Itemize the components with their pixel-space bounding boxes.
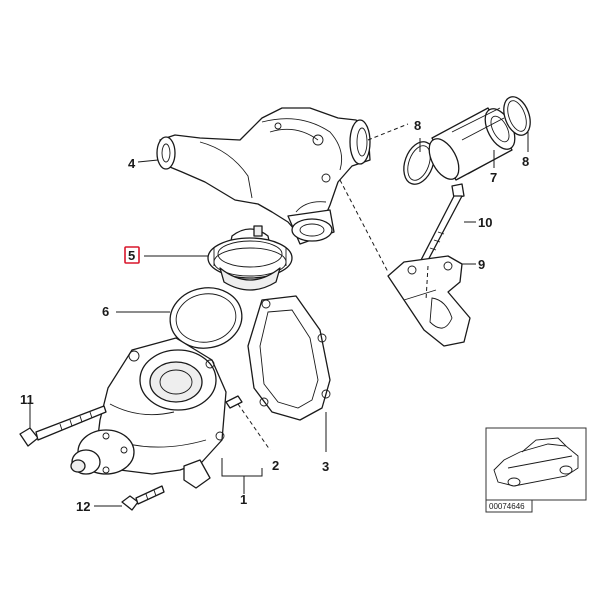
callout-4[interactable]: 4 (128, 156, 136, 171)
callout-5-highlight (124, 246, 140, 264)
callout-9[interactable]: 9 (478, 257, 485, 272)
bolt-bracket (419, 183, 465, 265)
water-pump (70, 337, 227, 489)
vehicle-reference-thumbnail: 00074646 (485, 427, 587, 513)
thumbnail-frame (485, 427, 587, 501)
reference-code-box (485, 499, 533, 513)
thermostat-housing (156, 107, 371, 245)
thermostat (207, 225, 293, 291)
callout-12[interactable]: 12 (76, 499, 90, 514)
o-ring-left (403, 141, 435, 185)
bolt-short (121, 485, 165, 511)
callout-7[interactable]: 7 (490, 170, 497, 185)
callout-2[interactable]: 2 (272, 458, 279, 473)
car-silhouette-icon (493, 437, 579, 487)
callout-5[interactable]: 5 (128, 248, 135, 263)
leader-lines (29, 132, 529, 507)
connecting-pipe (428, 107, 516, 181)
pump-gasket (247, 295, 331, 421)
callout-10[interactable]: 10 (478, 215, 492, 230)
reference-code: 00074646 (489, 502, 525, 511)
assembly-lines (237, 123, 429, 451)
dowel-pin (225, 395, 243, 409)
bolt-long (19, 405, 107, 447)
callout-1[interactable]: 1 (240, 492, 247, 507)
o-ring-right (503, 96, 531, 136)
callout-11[interactable]: 11 (20, 392, 34, 407)
gasket-ring (169, 287, 243, 349)
mounting-bracket (387, 255, 471, 347)
callout-8-left[interactable]: 8 (414, 118, 421, 133)
callout-6[interactable]: 6 (102, 304, 109, 319)
callout-3[interactable]: 3 (322, 459, 329, 474)
callout-8-right[interactable]: 8 (522, 154, 529, 169)
